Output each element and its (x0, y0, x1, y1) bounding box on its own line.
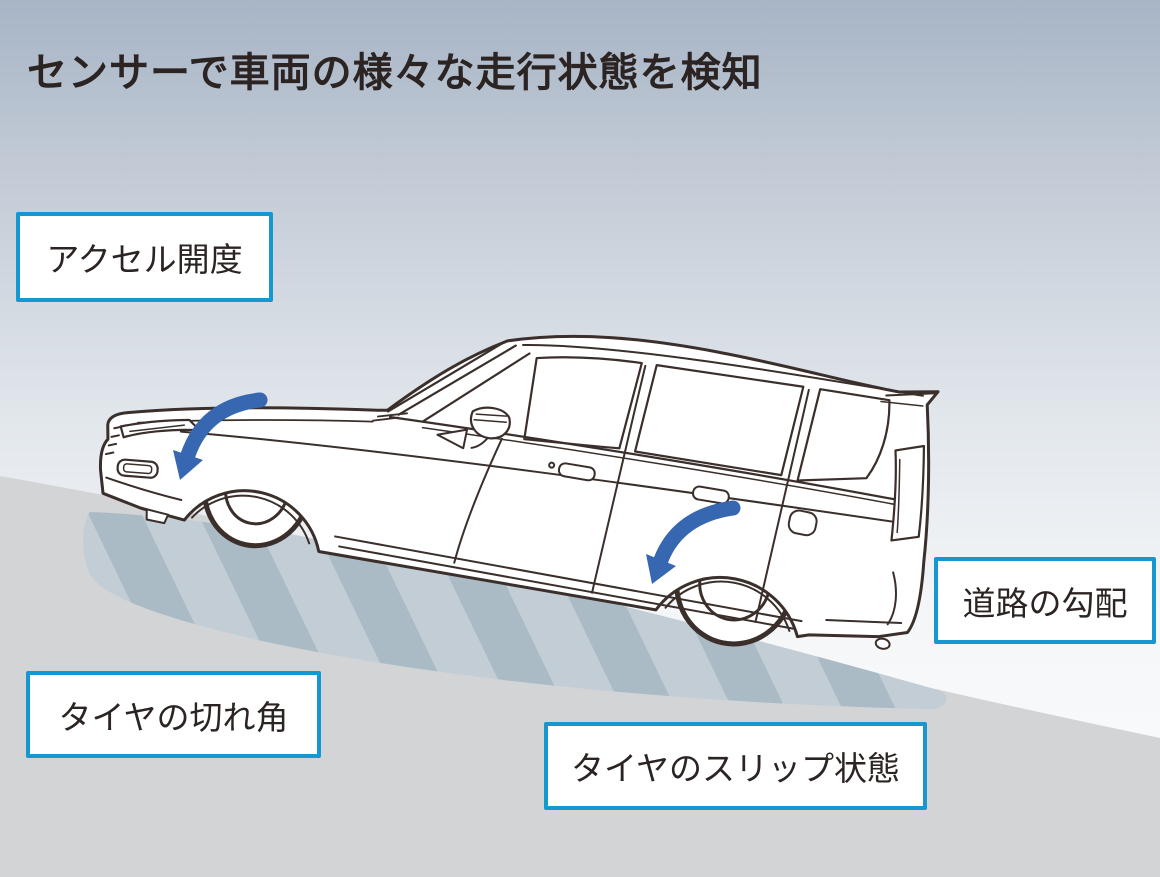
rocker-line-1 (334, 535, 803, 623)
hatch-seam (886, 571, 897, 626)
callout-road-gradient-label: 道路の勾配 (962, 584, 1128, 622)
a-pillar-triangle-window (436, 428, 469, 450)
rear-bumper-step (825, 619, 903, 625)
fuel-door (787, 509, 818, 537)
callout-tire-slip-state-label: タイヤのスリップ状態 (570, 750, 900, 787)
windshield (372, 340, 531, 423)
front-fender-lip (190, 494, 311, 545)
spoiler-line (885, 392, 937, 397)
vehicle-illustration (98, 334, 940, 650)
roof-rail-line (522, 344, 924, 397)
quarter-window (796, 388, 891, 482)
bumper-lip (105, 476, 183, 502)
door-handles (548, 461, 730, 505)
callout-tire-steering-angle-label: タイヤの切れ角 (58, 698, 289, 736)
side-mirror (469, 406, 511, 449)
callout-accelerator-opening: アクセル開度 (16, 212, 273, 302)
front-wheel-rotation-arrow (173, 392, 268, 480)
page-title: センサーで車両の様々な走行状態を検知 (27, 51, 763, 95)
rear-fender-lip (664, 580, 791, 632)
beltline (388, 415, 903, 502)
exhaust-tip (874, 637, 891, 650)
fog-lamp (116, 458, 159, 479)
grille-slats (104, 425, 123, 456)
sliding-door-window (633, 364, 805, 477)
callout-road-gradient: 道路の勾配 (934, 557, 1156, 644)
front-mud-flap (145, 508, 170, 525)
callout-tire-steering-angle: タイヤの切れ角 (26, 671, 321, 758)
callout-tire-slip-state: タイヤのスリップ状態 (544, 722, 927, 810)
spoiler-line-2 (880, 400, 924, 407)
rocker-line-2 (338, 545, 795, 630)
taillight (890, 444, 926, 542)
rear-wheel-rotation-arrow (646, 500, 741, 584)
front-door-window (523, 356, 643, 450)
door-seams (453, 364, 810, 623)
shoulder-crease (179, 430, 901, 524)
callout-accelerator-opening-label: アクセル開度 (46, 241, 243, 278)
